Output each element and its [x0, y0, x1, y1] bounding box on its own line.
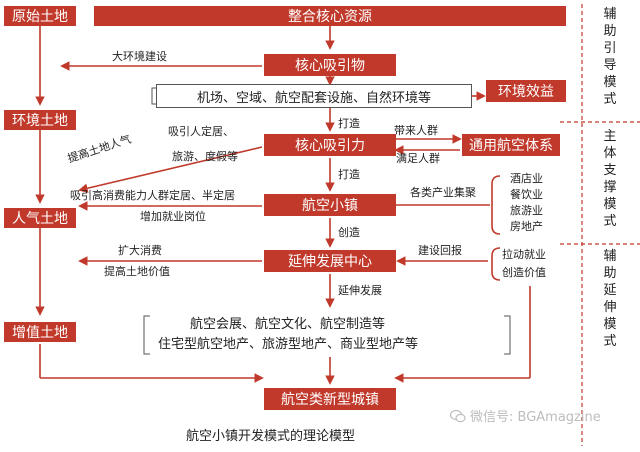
label-extend-dev: 延伸发展: [338, 284, 382, 297]
new-town-box: 航空类新型城镇: [264, 388, 396, 410]
aviation-system-box: 通用航空体系: [462, 134, 560, 156]
aviation-town-box: 航空小镇: [264, 194, 396, 216]
label-big-env: 大环境建设: [112, 50, 167, 63]
figure-caption: 航空小镇开发模式的理论模型: [186, 429, 356, 444]
integrate-resources-box: 整合核心资源: [94, 6, 566, 26]
boost-employment: 拉动就业: [502, 248, 546, 261]
label-build-1: 打造: [338, 117, 360, 130]
mode-main-support: 主体支撑模式: [603, 129, 617, 229]
original-land-box: 原始土地: [4, 6, 76, 26]
industry-tourism: 旅游业: [510, 204, 543, 217]
label-travel-vacation: 旅游、度假等: [172, 150, 238, 163]
mode-auxiliary-guide: 辅助引导模式: [603, 7, 617, 107]
industry-real-estate: 房地产: [510, 220, 543, 233]
industries-line-2: 住宅型航空地产、旅游型地产、商业型地产等: [158, 337, 419, 352]
popularity-land-box: 人气土地: [4, 208, 76, 228]
label-industry-cluster: 各类产业集聚: [410, 186, 476, 199]
watermark: 微信号: BGAmagzine: [449, 406, 601, 425]
industry-catering: 餐饮业: [510, 188, 543, 201]
core-attraction-1-box: 核心吸引物: [264, 54, 396, 76]
industries-line-1: 航空会展、航空文化、航空制造等: [190, 317, 386, 332]
label-attract-high: 吸引高消费能力人群定居、半定居: [70, 189, 235, 202]
facilities-box: 机场、空域、航空配套设施、自然环境等: [156, 84, 472, 108]
label-attract-settle: 吸引人定居、: [168, 125, 234, 138]
extension-center-box: 延伸发展中心: [264, 250, 396, 272]
label-create: 创造: [338, 226, 360, 239]
wechat-icon: [449, 409, 466, 423]
label-meet-people: 满足人群: [396, 152, 440, 165]
industry-hotel: 酒店业: [510, 172, 543, 185]
env-benefit-box: 环境效益: [486, 80, 566, 102]
environment-land-box: 环境土地: [4, 110, 76, 130]
label-add-jobs: 增加就业岗位: [140, 210, 206, 223]
watermark-text: 微信号: BGAmagzine: [470, 410, 601, 425]
label-expand-consumption: 扩大消费: [118, 244, 162, 257]
core-attraction-2-box: 核心吸引力: [264, 134, 396, 156]
label-bring-people: 带来人群: [394, 124, 438, 137]
label-raise-land-value: 提高土地价值: [104, 265, 170, 278]
label-build-2: 打造: [338, 168, 360, 181]
value-added-land-box: 增值土地: [4, 322, 76, 342]
create-value: 创造价值: [502, 266, 546, 279]
label-raise-popularity: 提高土地人气: [66, 132, 133, 166]
label-construction-return: 建设回报: [418, 244, 462, 257]
mode-auxiliary-extend: 辅助延伸模式: [603, 249, 617, 349]
